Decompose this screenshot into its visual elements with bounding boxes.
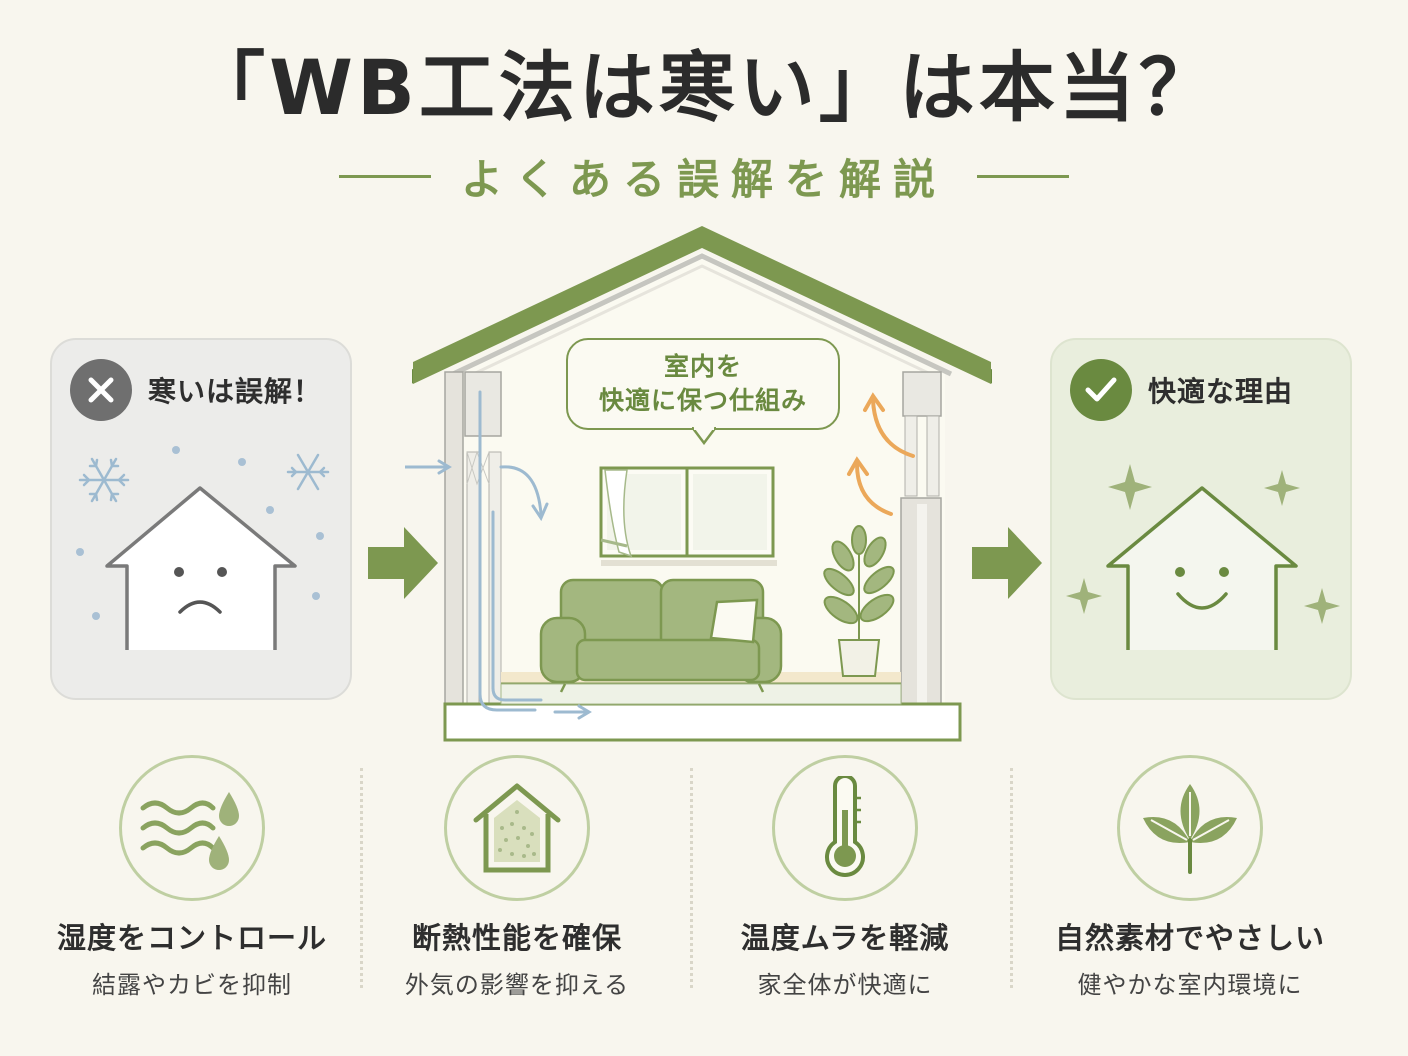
- feature-icon-circle: [119, 755, 265, 901]
- thermometer-icon: [825, 776, 865, 877]
- feature-icon-circle: [444, 755, 590, 901]
- sparkle-icon: [1066, 464, 1340, 624]
- feature-insulation: 断熱性能を確保 外気の影響を抑える: [367, 755, 667, 1000]
- speech-bubble: 室内を 快適に保つ仕組み: [566, 338, 840, 430]
- feature-divider: [690, 768, 693, 988]
- snow-dots: [76, 446, 324, 620]
- feature-title: 湿度をコントロール: [56, 921, 327, 955]
- feature-subtitle: 結露やカビを抑制: [92, 971, 292, 999]
- subtitle-row: よくある誤解を解説: [0, 148, 1408, 204]
- subtitle-line-right: [977, 174, 1069, 178]
- feature-subtitle: 健やかな室内環境に: [1077, 971, 1303, 999]
- reasons-header: 快適な理由: [1070, 358, 1340, 422]
- humidity-icon: [140, 792, 239, 870]
- page-title: 「WB工法は寒い」は本当？: [189, 43, 1219, 132]
- feature-natural-material: 自然素材でやさしい 健やかな室内環境に: [1040, 755, 1340, 1000]
- x-icon: [70, 359, 132, 421]
- check-icon: [1070, 359, 1132, 421]
- airflow-arrows: [405, 390, 592, 720]
- feature-subtitle: 家全体が快適に: [757, 971, 933, 999]
- snowflake-icon: [286, 453, 330, 491]
- feature-title: 断熱性能を確保: [411, 921, 622, 955]
- speech-line-2: 快適に保つ仕組み: [598, 386, 807, 415]
- feature-title: 温度ムラを軽減: [740, 921, 950, 955]
- misconception-panel: 寒いは誤解！: [50, 338, 352, 700]
- reasons-panel: 快適な理由: [1050, 338, 1352, 700]
- subtitle-line-left: [338, 174, 431, 178]
- plant: [823, 525, 895, 677]
- feature-title: 自然素材でやさしい: [1054, 921, 1325, 955]
- arrow-right-icon: [368, 527, 438, 599]
- feature-divider: [360, 768, 363, 988]
- snowflake-icon: [78, 457, 130, 503]
- happy-house-illustration: [1066, 464, 1340, 650]
- feature-icon-circle: [1117, 755, 1263, 901]
- arrow-right-icon: [972, 527, 1042, 599]
- reasons-title: 快適な理由: [1148, 375, 1294, 408]
- insulated-house-icon: [473, 783, 561, 873]
- feature-temperature: 温度ムラを軽減 家全体が快適に: [695, 755, 995, 1000]
- feature-subtitle: 外気の影響を抑える: [404, 971, 630, 999]
- house-cross-section: [405, 226, 992, 742]
- feature-icon-circle: [772, 755, 918, 901]
- misconception-title: 寒いは誤解！: [148, 375, 323, 408]
- feature-divider: [1010, 768, 1013, 988]
- misconception-header: 寒いは誤解！: [70, 358, 340, 422]
- speech-line-1: 室内を: [663, 352, 742, 381]
- speech-bubble-tail: [692, 427, 716, 445]
- cold-house-illustration: [76, 446, 330, 650]
- leaf-icon: [1143, 784, 1237, 874]
- page-subtitle: よくある誤解を解説: [460, 154, 947, 204]
- feature-humidity: 湿度をコントロール 結露やカビを抑制: [42, 755, 342, 1000]
- sofa: [539, 578, 783, 693]
- warm-air-arrows: [847, 392, 915, 516]
